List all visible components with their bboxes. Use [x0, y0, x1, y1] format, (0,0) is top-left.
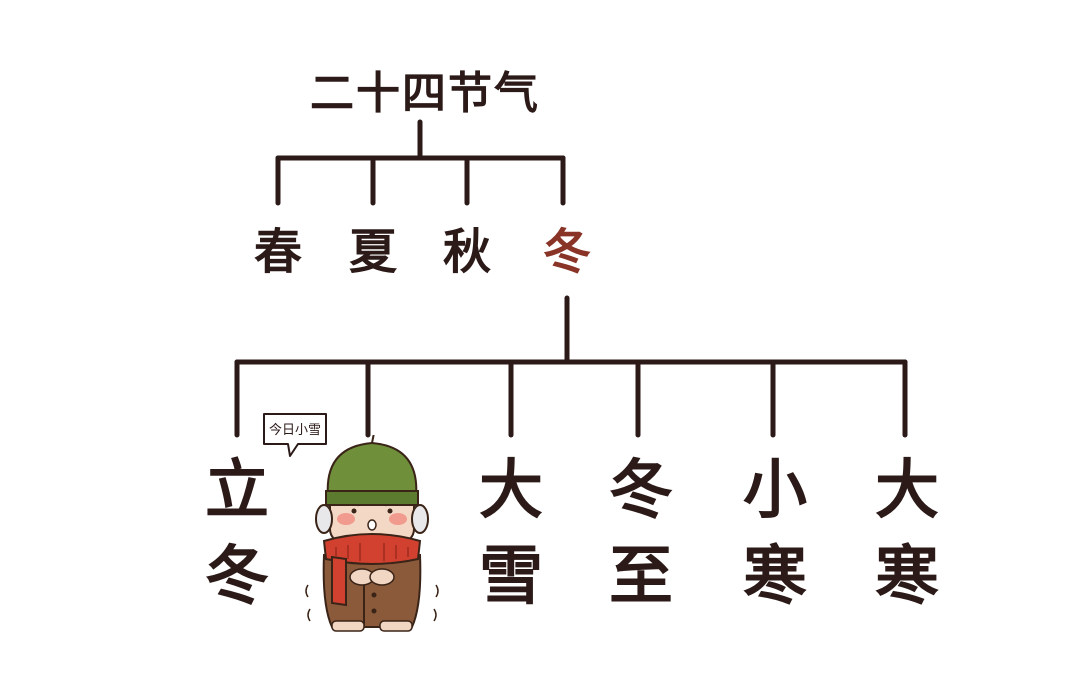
term-winter-solstice: 冬 至 — [596, 448, 686, 620]
term-bottom-char: 雪 — [479, 540, 543, 614]
term-minor-cold: 小 寒 — [730, 448, 820, 620]
term-top-char: 大 — [875, 454, 939, 528]
term-bottom-char: 冬 — [205, 540, 269, 614]
term-top-char: 小 — [743, 454, 807, 528]
term-major-cold: 大 寒 — [862, 448, 952, 620]
term-top-char: 大 — [479, 454, 543, 528]
season-spring: 春 — [253, 224, 302, 280]
term-top-char: 冬 — [609, 454, 673, 528]
bundled-up-character-icon — [305, 435, 439, 632]
season-autumn: 秋 — [442, 224, 491, 280]
season-winter: 冬 — [542, 224, 591, 280]
speech-bubble-icon — [263, 413, 327, 457]
term-bottom-char: 寒 — [743, 540, 807, 614]
term-top-char: 立 — [205, 454, 269, 528]
root-label: 二十四节气 — [310, 68, 540, 119]
term-bottom-char: 至 — [609, 540, 673, 614]
speech-bubble-text: 今日小雪 — [268, 422, 321, 438]
term-major-snow: 大 雪 — [466, 448, 556, 620]
term-start-of-winter: 立 冬 — [192, 448, 282, 620]
season-summer: 夏 — [348, 224, 397, 280]
term-bottom-char: 寒 — [875, 540, 939, 614]
